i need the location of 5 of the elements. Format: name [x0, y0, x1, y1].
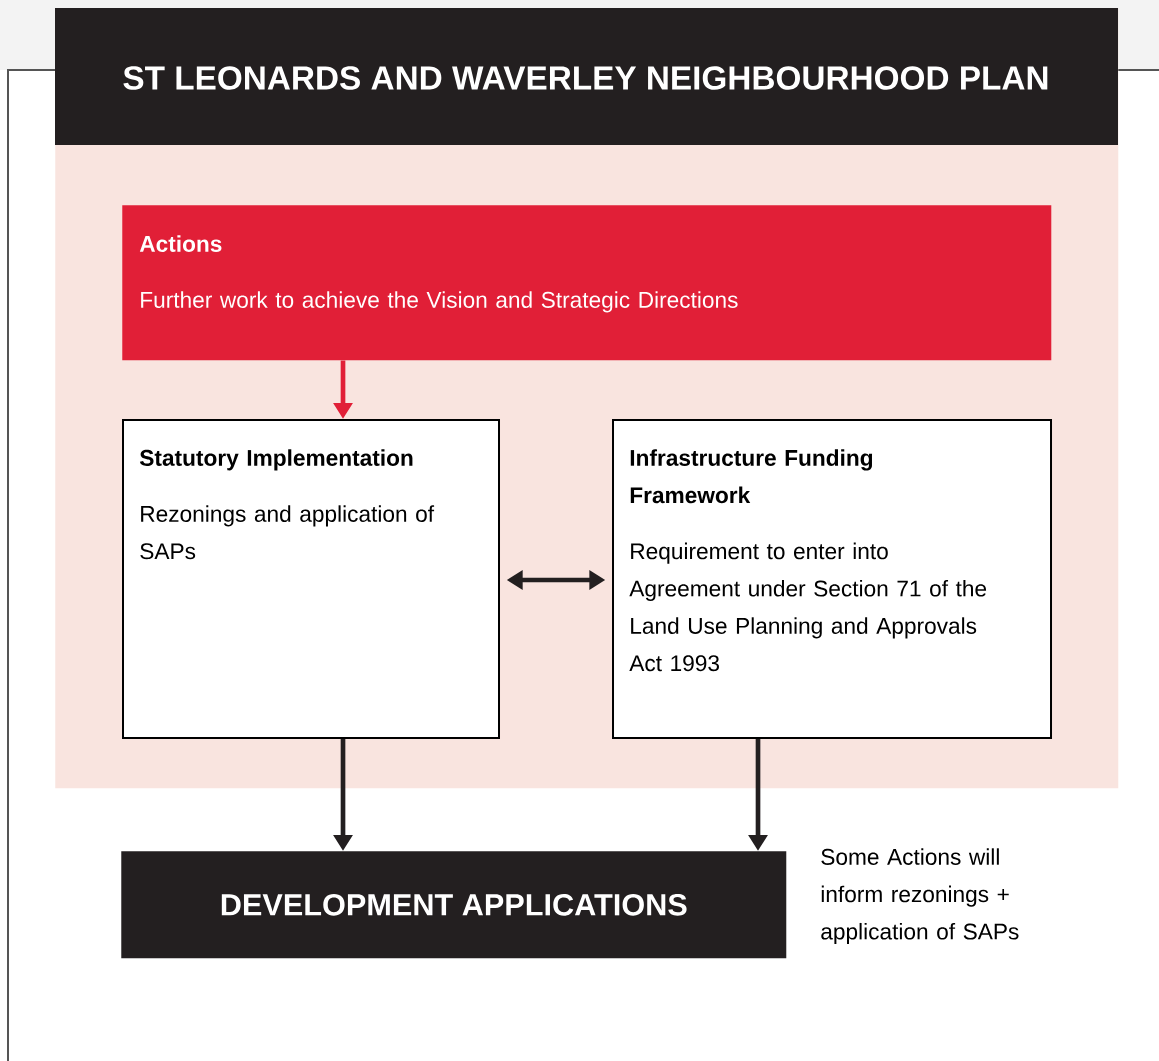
process-box: Statutory Implementation Rezonings and application of SAPs	[122, 419, 500, 739]
process-box: Infrastructure Funding Framework Requirement to enter into Agreement under Section 71 of the Land Use Planning and Approvals Act 1993	[612, 419, 1052, 739]
actions-box: Actions Further work to achieve the Vision and Strategic Directions	[122, 205, 1052, 361]
note-text: Some Actions will inform rezonings + application of SAPs	[821, 848, 1019, 945]
output-box: DEVELOPMENT APPLICATIONS	[121, 851, 787, 959]
